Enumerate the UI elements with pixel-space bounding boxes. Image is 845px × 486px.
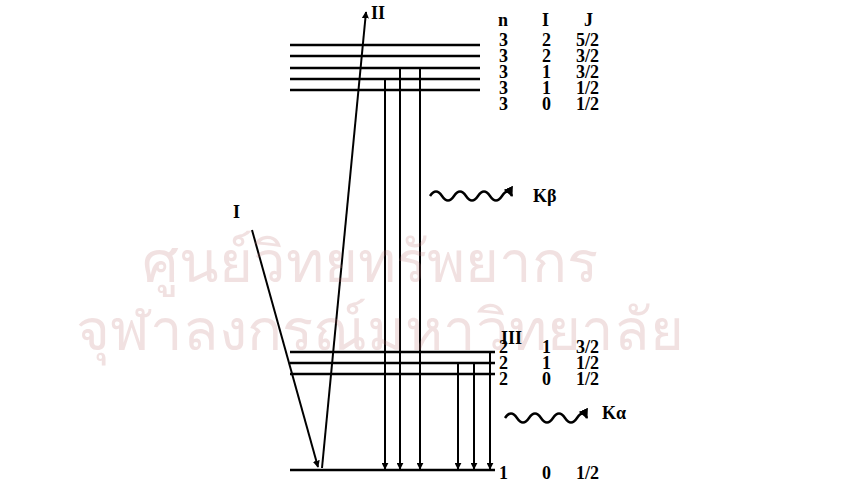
- quantum-number: 0: [542, 464, 551, 482]
- line-label: Kα: [602, 404, 626, 422]
- transition-label: II: [371, 4, 385, 22]
- line-label: Kβ: [533, 187, 556, 205]
- watermark-text: ศูนย์วิทยทรัพยากร: [142, 233, 598, 291]
- column-header: I: [542, 11, 549, 29]
- column-header: J: [584, 11, 593, 29]
- transition-label: I: [233, 203, 240, 221]
- quantum-number: 1/2: [576, 370, 599, 388]
- quantum-number: 1/2: [576, 95, 599, 113]
- quantum-number: 0: [542, 95, 551, 113]
- transition-label: III: [501, 329, 522, 347]
- quantum-number: 1: [499, 464, 508, 482]
- quantum-number: 2: [499, 370, 508, 388]
- column-header: n: [498, 11, 508, 29]
- quantum-number: 0: [542, 370, 551, 388]
- quantum-number: 1/2: [576, 464, 599, 482]
- quantum-number: 3: [499, 95, 508, 113]
